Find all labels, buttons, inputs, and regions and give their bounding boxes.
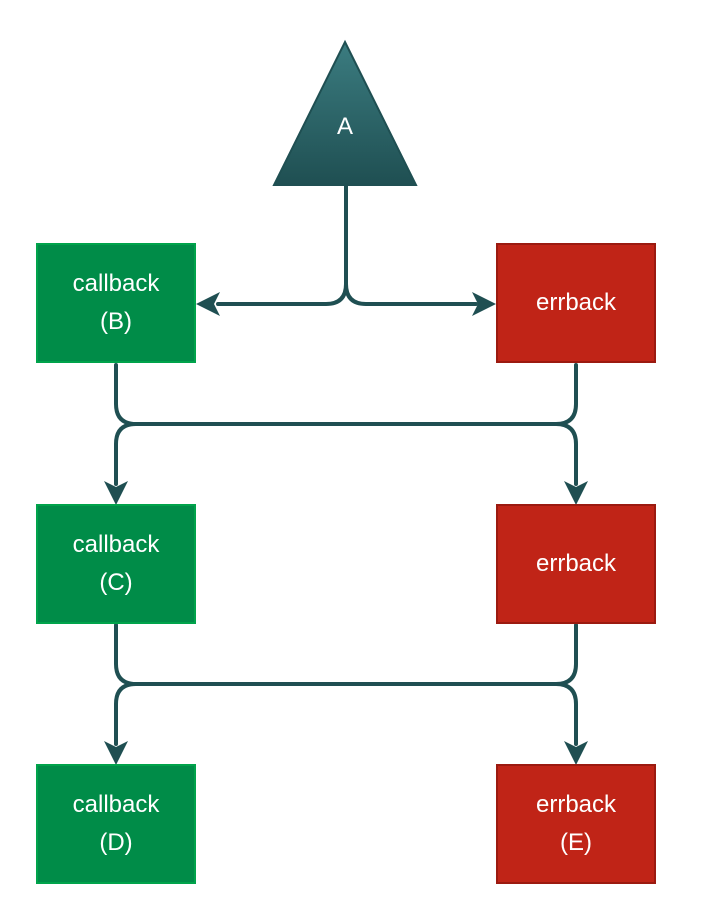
callback-c-label: callback (C)	[72, 530, 160, 596]
callback-d-label: callback (D)	[72, 790, 160, 856]
callback-b-label: callback (B)	[72, 269, 160, 335]
edge-to-d	[114, 682, 138, 746]
arrowhead-to-errback-1	[472, 292, 496, 316]
edge-to-c	[114, 422, 138, 486]
errback-node-1: errback	[496, 243, 656, 363]
errback-2-label: errback	[535, 549, 617, 577]
arrowhead-to-errback-2	[564, 481, 588, 505]
edge-c-down	[114, 623, 578, 686]
edge-to-e	[554, 682, 578, 746]
callback-node-b: callback (B)	[36, 243, 196, 363]
edge-to-errback-2	[554, 422, 578, 486]
arrowhead-to-c	[104, 481, 128, 505]
arrowhead-to-b	[196, 292, 220, 316]
arrowhead-to-d	[104, 741, 128, 765]
arrowhead-to-e	[564, 741, 588, 765]
errback-e-label: errback (E)	[535, 790, 617, 856]
errback-1-label: errback	[535, 288, 617, 316]
callback-node-d: callback (D)	[36, 764, 196, 884]
errback-node-e: errback (E)	[496, 764, 656, 884]
edge-a-to-b	[216, 282, 348, 306]
edge-a-to-errback-1	[344, 282, 478, 306]
errback-node-2: errback	[496, 504, 656, 624]
callback-node-c: callback (C)	[36, 504, 196, 624]
edge-b-down	[114, 363, 578, 426]
start-label-a: A	[336, 113, 353, 140]
